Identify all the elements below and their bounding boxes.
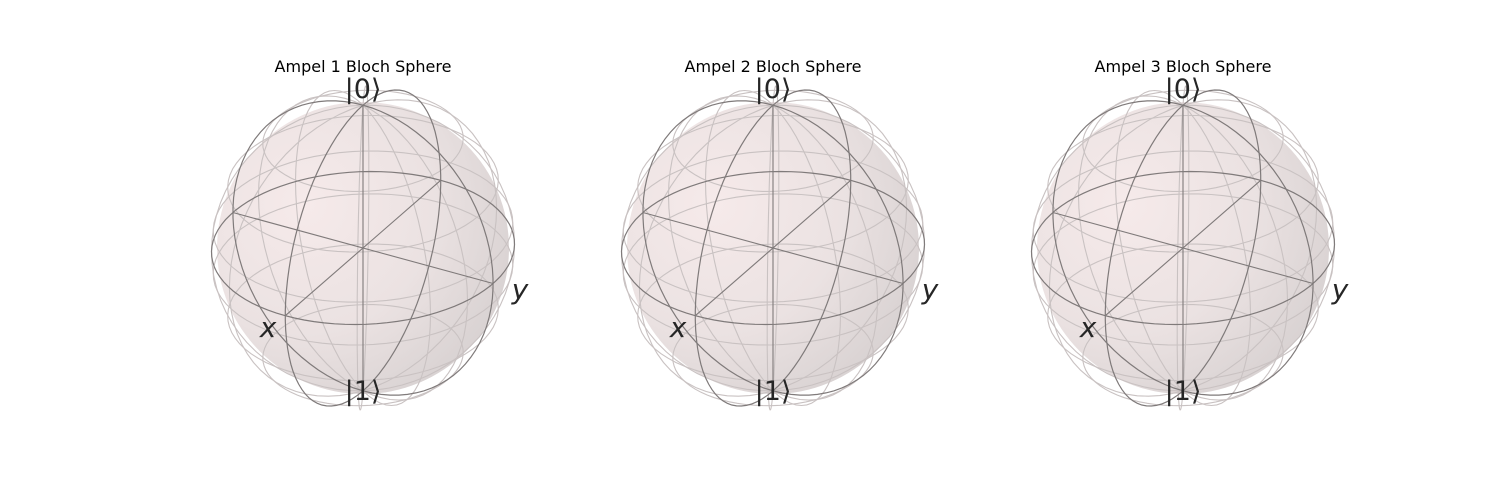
bloch-sphere (1030, 85, 1336, 411)
ket-one-label: |1⟩ (345, 376, 382, 407)
panel-title: Ampel 3 Bloch Sphere (1094, 57, 1272, 76)
bloch-sphere-panel-2: Ampel 2 Bloch Sphere |0⟩ |1⟩ x y (563, 0, 983, 500)
ket-zero-label: |0⟩ (755, 74, 792, 105)
ket-zero-label: |0⟩ (345, 74, 382, 105)
x-axis-label: x (669, 311, 687, 344)
y-axis-label: y (921, 273, 939, 306)
ket-one-label: |1⟩ (755, 376, 792, 407)
y-axis-label: y (1331, 273, 1349, 306)
bloch-sphere-panel-3: Ampel 3 Bloch Sphere |0⟩ |1⟩ x y (973, 0, 1393, 500)
bloch-sphere-panel-1: Ampel 1 Bloch Sphere |0⟩ |1⟩ x y (153, 0, 573, 500)
bloch-sphere (620, 85, 926, 411)
x-axis-label: x (259, 311, 277, 344)
bloch-sphere-figure: |0⟩ |1⟩ x y (620, 74, 939, 411)
y-axis-label: y (511, 273, 529, 306)
bloch-sphere-figure: |0⟩ |1⟩ x y (210, 74, 529, 411)
ket-one-label: |1⟩ (1165, 376, 1202, 407)
bloch-sphere-figure: |0⟩ |1⟩ x y (1030, 74, 1349, 411)
x-axis-label: x (1079, 311, 1097, 344)
ket-zero-label: |0⟩ (1165, 74, 1202, 105)
bloch-sphere (210, 85, 516, 411)
panel-title: Ampel 2 Bloch Sphere (684, 57, 862, 76)
panel-title: Ampel 1 Bloch Sphere (274, 57, 452, 76)
